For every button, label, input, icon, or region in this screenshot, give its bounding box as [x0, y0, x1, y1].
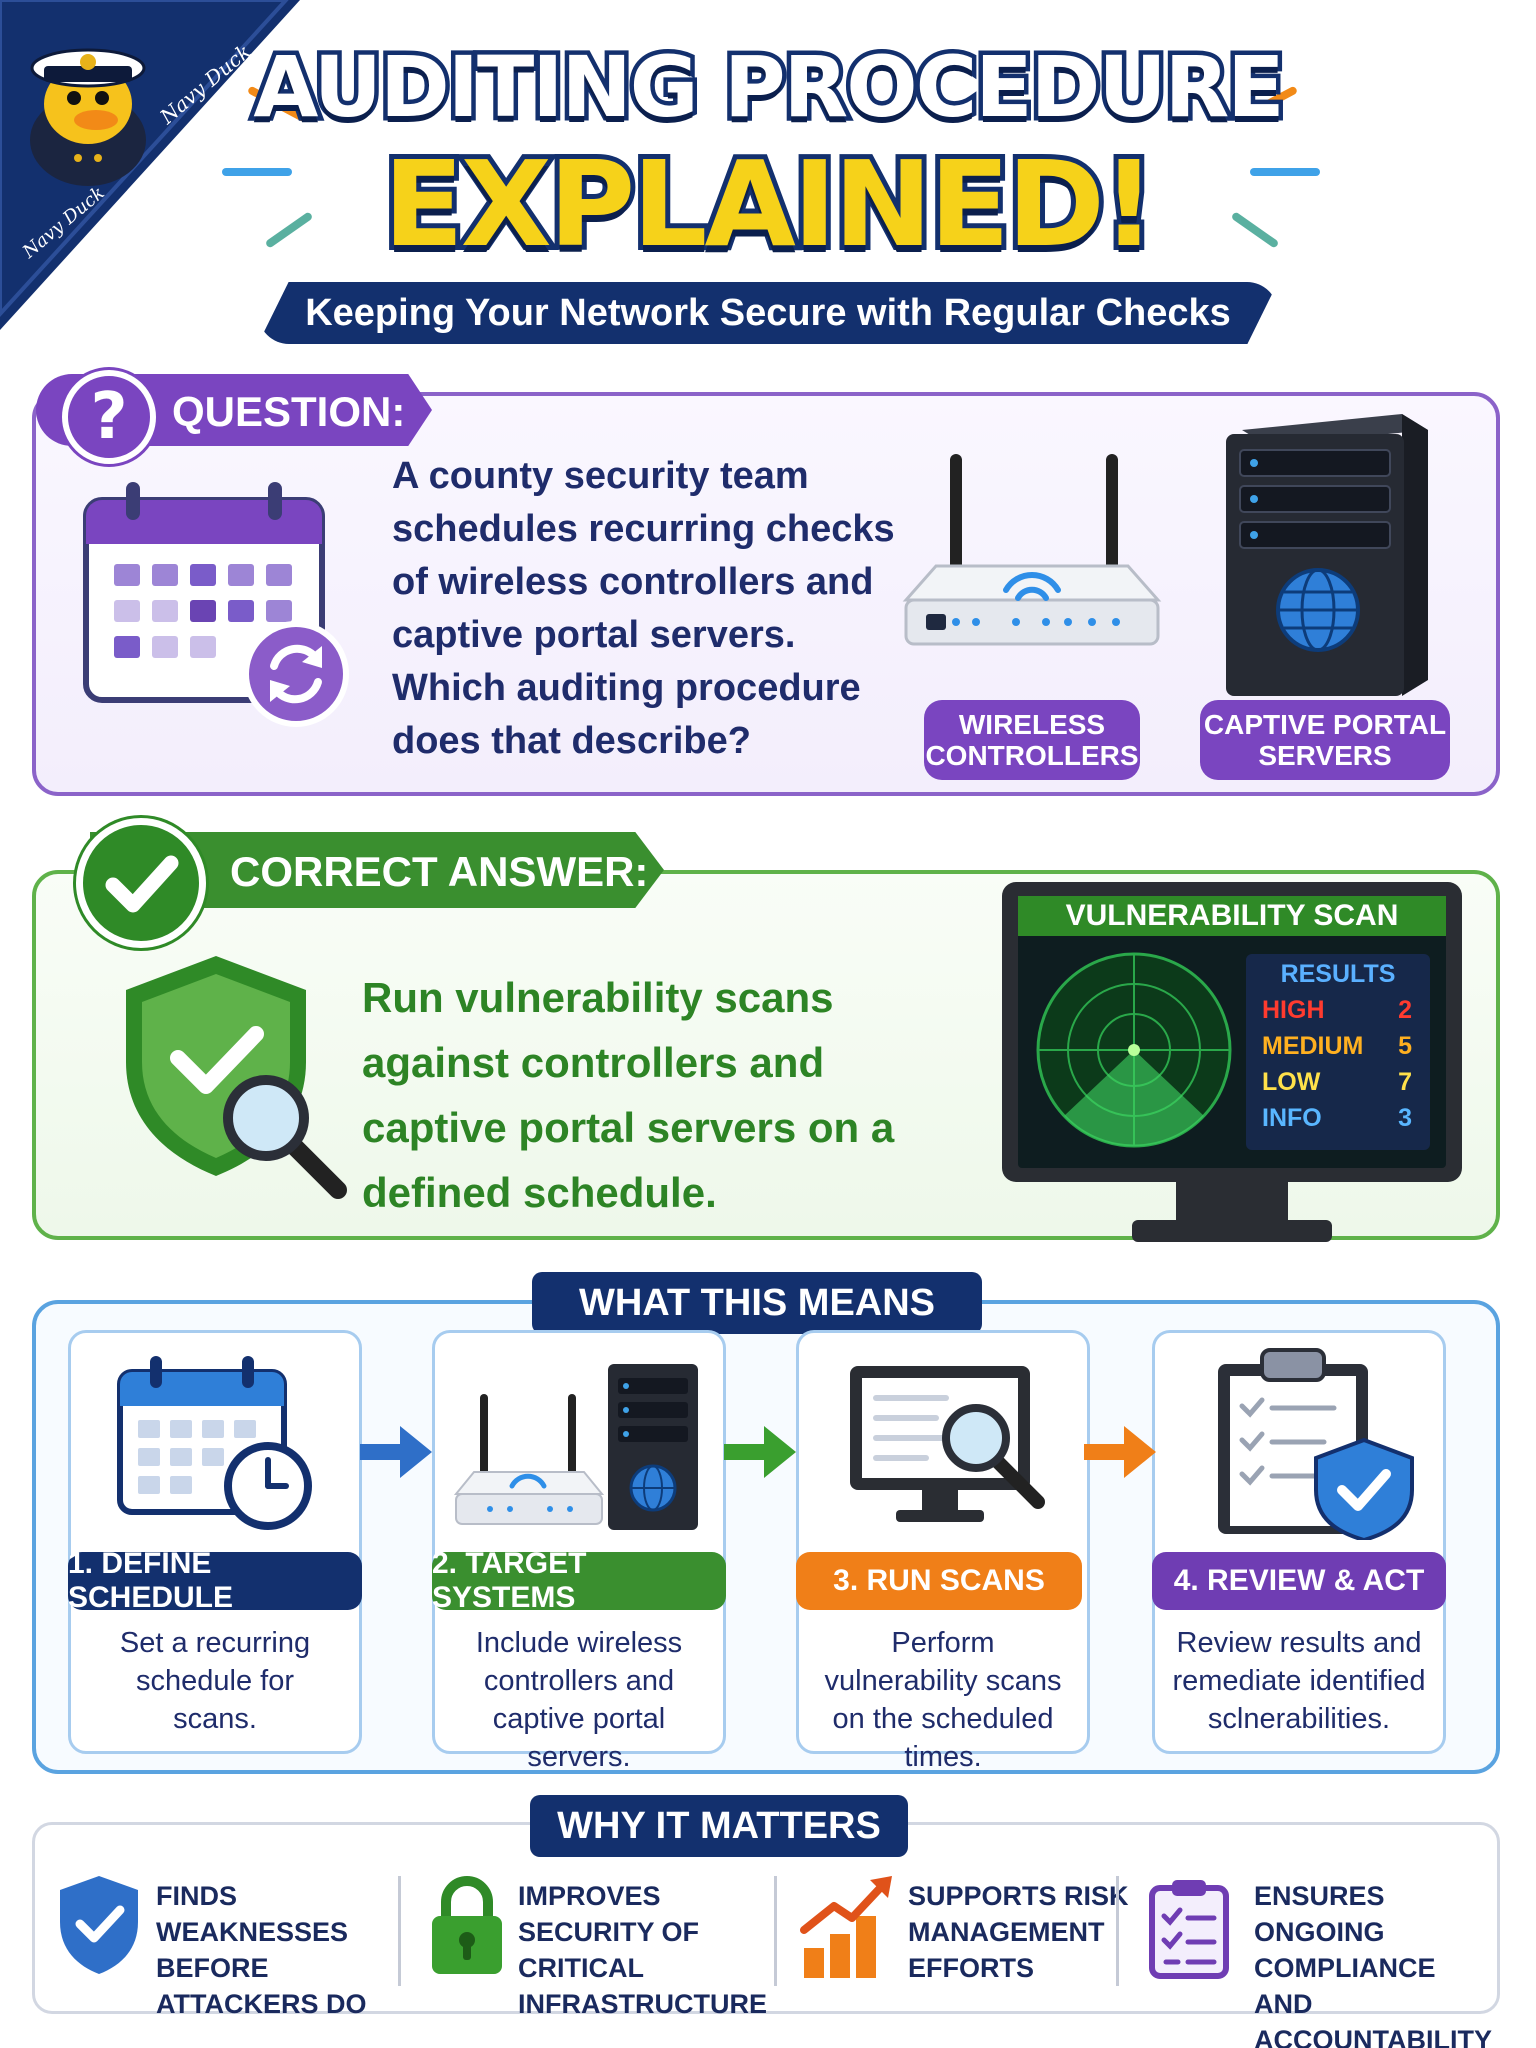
result-count: 2 [1398, 996, 1412, 1024]
scan-result-row: HIGH 2 [1262, 996, 1412, 1032]
benefit-supports-risk-management: Supports risk management efforts [908, 1881, 1129, 1983]
spark-decoration [1250, 168, 1320, 176]
result-level: HIGH [1262, 996, 1325, 1024]
scan-result-row: INFO 3 [1262, 1104, 1412, 1140]
step-title-review-act: 4. REVIEW & ACT [1152, 1552, 1446, 1610]
wireless-router-icon [902, 454, 1162, 646]
why-it-matters-banner: WHY IT MATTERS [530, 1795, 908, 1857]
vulnerability-scan-monitor [1002, 882, 1462, 1242]
spark-decoration [222, 168, 292, 176]
scan-result-row: MEDIUM 5 [1262, 1032, 1412, 1068]
result-level: LOW [1262, 1068, 1321, 1096]
scan-result-row: LOW 7 [1262, 1068, 1412, 1104]
divider [1116, 1876, 1119, 1986]
padlock-icon [432, 1876, 502, 1974]
step-desc-run-scans: Perform vulnerability scans on the sched… [824, 1627, 1062, 1773]
step-title-define-schedule: 1. DEFINE SCHEDULE [68, 1547, 362, 1614]
calendar-clock-icon [117, 1356, 312, 1530]
shield-check-icon [60, 1876, 138, 1974]
result-count: 3 [1398, 1104, 1412, 1132]
shield-magnifier-icon [126, 956, 347, 1199]
question-mark-icon: ? [62, 370, 156, 464]
subtitle-banner: Keeping Your Network Secure with Regular… [258, 282, 1278, 344]
check-circle-icon [76, 818, 206, 948]
checklist-icon [1149, 1880, 1229, 1979]
benefit-improves-security: Improves security of critical infrastruc… [518, 1881, 767, 2019]
arrow-right-icon [1084, 1426, 1156, 1478]
device-label-captive-portal-servers: CAPTIVE PORTAL SERVERS [1200, 700, 1450, 780]
router-server-icon [453, 1364, 698, 1530]
result-count: 7 [1398, 1068, 1412, 1096]
arrow-right-icon [724, 1426, 796, 1478]
result-level: MEDIUM [1262, 1032, 1364, 1060]
question-text: A county security team schedules recurri… [392, 455, 895, 762]
answer-text: Run vulnerability scans against controll… [362, 974, 895, 1216]
device-label-wireless-controllers: WIRELESS CONTROLLERS [924, 700, 1140, 780]
step-title-target-systems: 2. TARGET SYSTEMS [432, 1547, 726, 1614]
step-desc-define-schedule: Set a recurring schedule for scans. [119, 1627, 311, 1735]
server-globe-icon [1226, 414, 1428, 696]
question-label: QUESTION: [172, 388, 406, 435]
arrow-right-icon [360, 1426, 432, 1478]
title-line-1: AUDITING PROCEDURE [249, 34, 1289, 141]
step-desc-target-systems: Include wireless controllers and captive… [475, 1627, 683, 1773]
benefit-finds-weaknesses: Finds weaknesses before attackers do [156, 1881, 367, 2019]
navy-duck-badge [0, 0, 300, 330]
title-line-2: EXPLAINED! [378, 130, 1161, 278]
step-title-run-scans: 3. RUN SCANS [796, 1552, 1082, 1610]
answer-label: CORRECT ANSWER: [230, 848, 649, 895]
scan-monitor-title: VULNERABILITY SCAN [1065, 899, 1399, 932]
divider [398, 1876, 401, 1986]
scan-results-header: RESULTS [1280, 960, 1396, 988]
clipboard-shield-icon [1218, 1348, 1414, 1540]
growth-chart-icon [800, 1876, 892, 1978]
what-this-means-banner: WHAT THIS MEANS [532, 1272, 982, 1334]
result-count: 5 [1398, 1032, 1412, 1060]
monitor-magnifier-icon [850, 1366, 1045, 1522]
step-desc-review-act: Review results and remediate identified … [1172, 1627, 1426, 1735]
recurring-calendar-icon [83, 482, 349, 727]
divider [774, 1876, 777, 1986]
scan-results-list: HIGH 2 MEDIUM 5 LOW 7 INFO 3 [1262, 996, 1412, 1140]
result-level: INFO [1262, 1104, 1322, 1132]
benefit-ensures-compliance: Ensures ongoing compliance and accountab… [1254, 1881, 1492, 2048]
